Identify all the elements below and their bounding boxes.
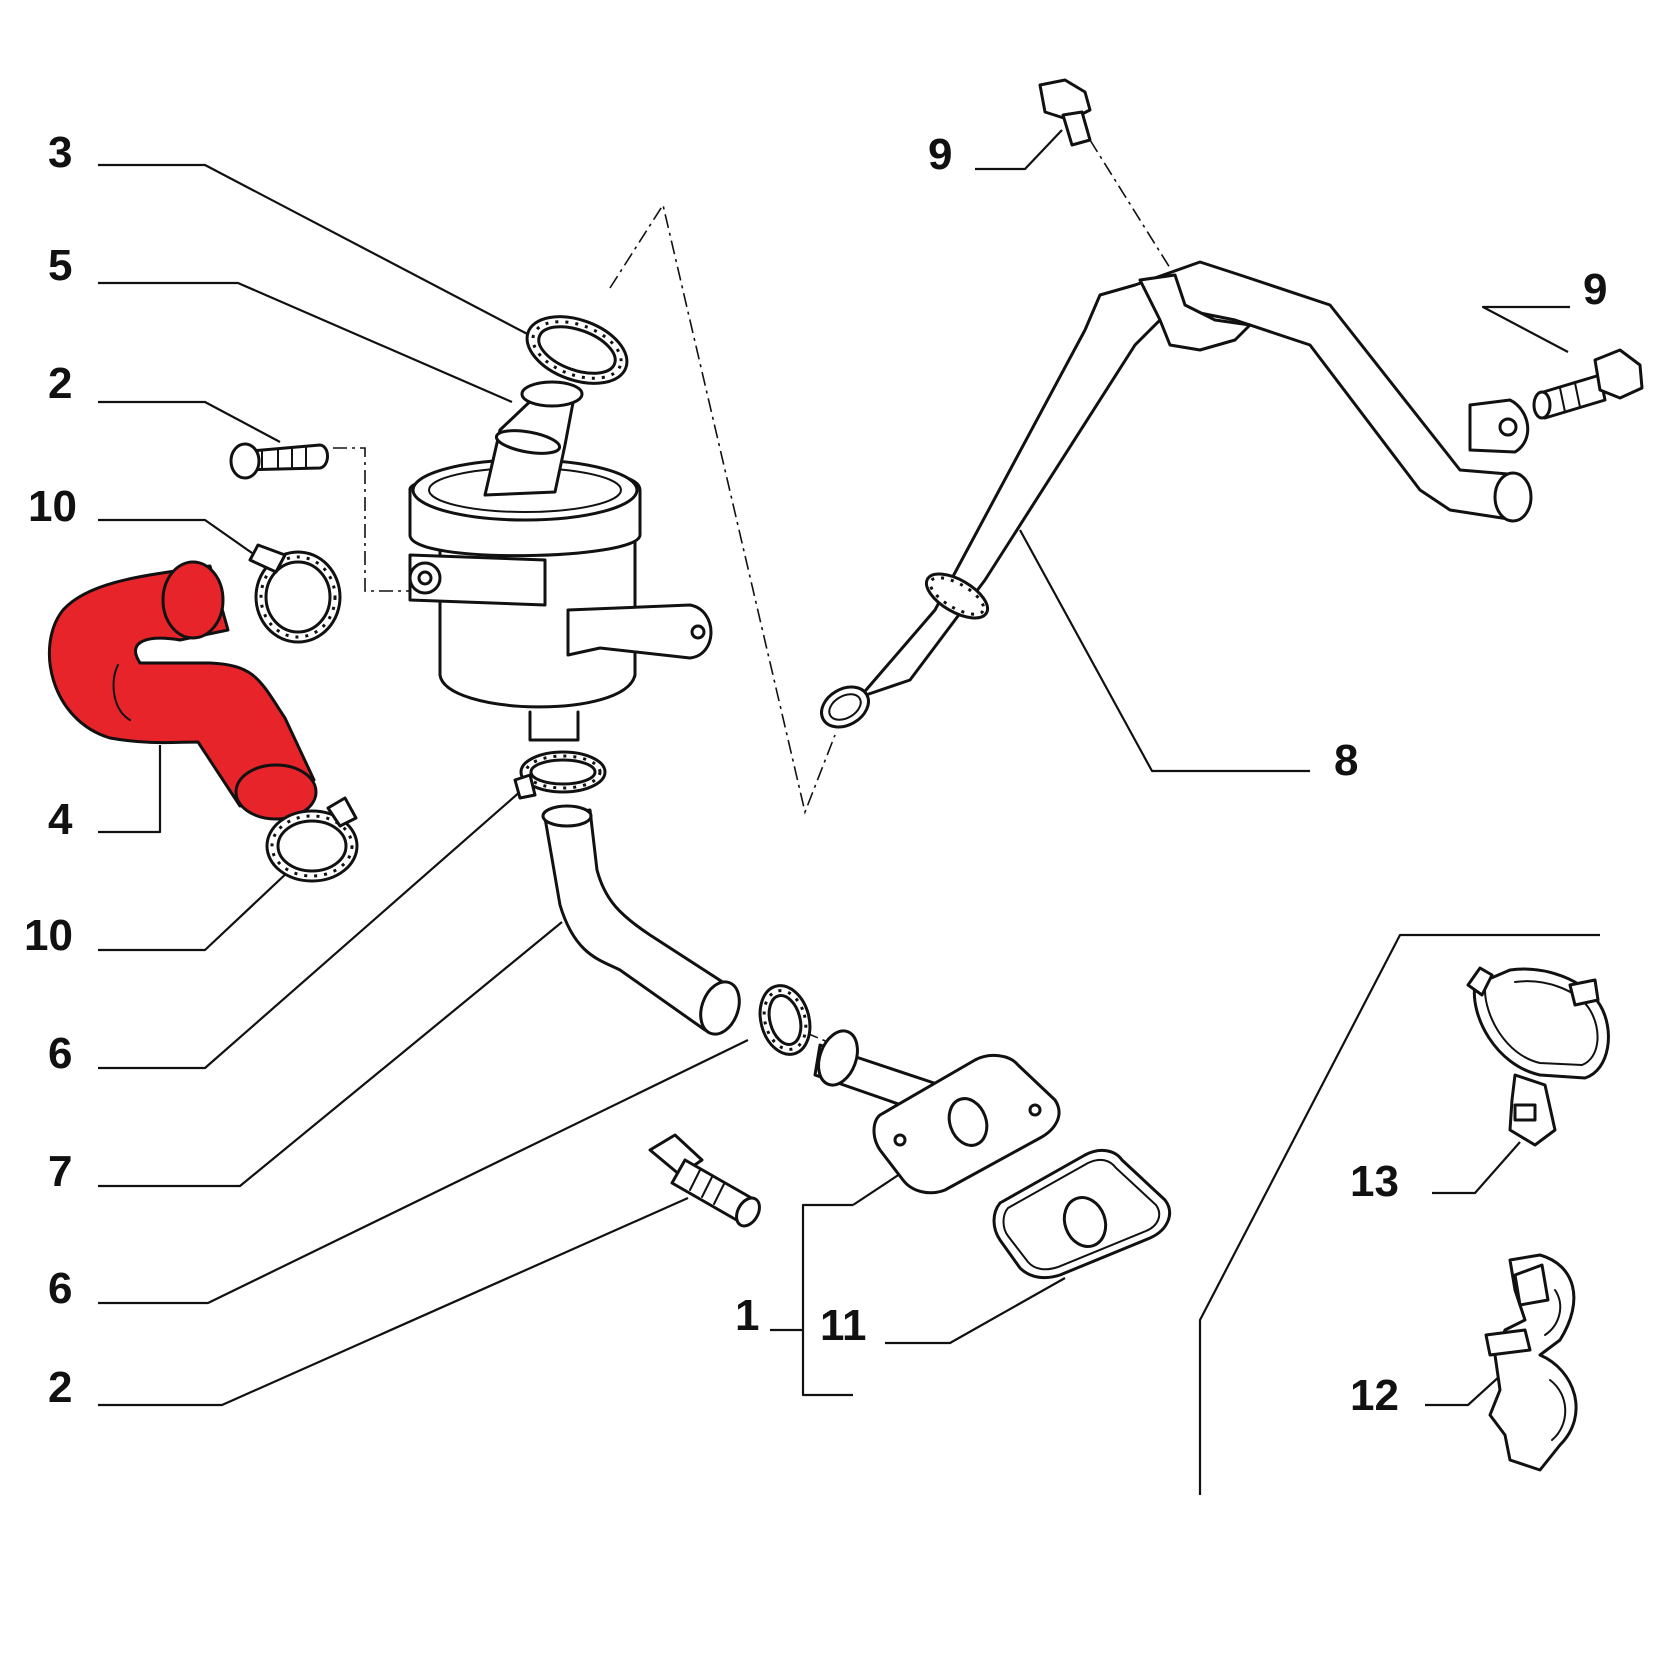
leader-1-bracket <box>801 1203 853 1397</box>
leader-lines <box>98 129 1600 1495</box>
leader-9-right <box>1481 305 1570 353</box>
flanged-pipe-part-1[interactable] <box>812 1026 1061 1195</box>
leader-7 <box>98 921 563 1188</box>
hose-clamp-10-top[interactable] <box>248 543 342 644</box>
gasket-part-11[interactable] <box>992 1148 1171 1280</box>
leader-5 <box>98 281 513 404</box>
bolt-2-top[interactable] <box>229 442 329 480</box>
leader-4 <box>98 745 162 834</box>
red-hose[interactable] <box>48 564 316 808</box>
callout-12[interactable]: 12 <box>1350 1371 1399 1420</box>
callout-4[interactable]: 4 <box>48 795 73 844</box>
red-hose-end-bottom <box>234 763 318 821</box>
leader-10-top <box>98 518 253 554</box>
clip-part-13[interactable] <box>1466 966 1610 1147</box>
leader-6-top <box>98 789 523 1070</box>
hose-part-7[interactable] <box>541 804 746 1040</box>
bolt-2-bottom[interactable] <box>648 1133 764 1230</box>
hose-clamp-10-bottom[interactable] <box>265 796 359 883</box>
leader-2-bottom <box>98 1196 689 1407</box>
leader-13 <box>1432 1141 1521 1195</box>
leader-6-bottom <box>98 1039 749 1305</box>
callout-2-top[interactable]: 2 <box>48 359 72 408</box>
clip-part-12[interactable] <box>1484 1253 1578 1472</box>
callout-9-right[interactable]: 9 <box>1583 265 1607 314</box>
hose-clamp-6-top[interactable] <box>513 750 607 800</box>
red-hose-end-top <box>161 560 225 640</box>
callout-9-top[interactable]: 9 <box>928 130 952 179</box>
hose-clamp-6-bottom[interactable] <box>753 980 817 1060</box>
callout-8[interactable]: 8 <box>1334 736 1358 785</box>
oil-separator-canister[interactable] <box>408 380 713 742</box>
leader-11 <box>885 1277 1066 1345</box>
callout-13[interactable]: 13 <box>1350 1157 1399 1206</box>
leader-8 <box>1019 529 1310 773</box>
callout-7[interactable]: 7 <box>48 1147 72 1196</box>
callout-10-bottom[interactable]: 10 <box>24 911 73 960</box>
hose-part-4[interactable] <box>48 560 318 821</box>
callout-11[interactable]: 11 <box>820 1301 867 1350</box>
bolt-9-right[interactable] <box>1532 348 1644 420</box>
leader-10-bottom <box>98 869 291 952</box>
leader-3 <box>98 163 536 339</box>
breather-pipe-part-8[interactable] <box>814 260 1533 735</box>
callout-6-top[interactable]: 6 <box>48 1029 72 1078</box>
leader-2-top <box>98 400 281 443</box>
leader-9-top <box>975 129 1063 171</box>
callout-2-bottom[interactable]: 2 <box>48 1363 72 1412</box>
callout-5[interactable]: 5 <box>48 241 72 290</box>
callout-1[interactable]: 1 <box>735 1291 759 1340</box>
callout-10-top[interactable]: 10 <box>28 482 77 531</box>
hose-clamp-3[interactable] <box>518 304 636 396</box>
callout-3[interactable]: 3 <box>48 128 72 177</box>
group-divider <box>1198 933 1600 1495</box>
callout-6-bottom[interactable]: 6 <box>48 1264 72 1313</box>
bolt-9-top[interactable] <box>1038 78 1092 147</box>
